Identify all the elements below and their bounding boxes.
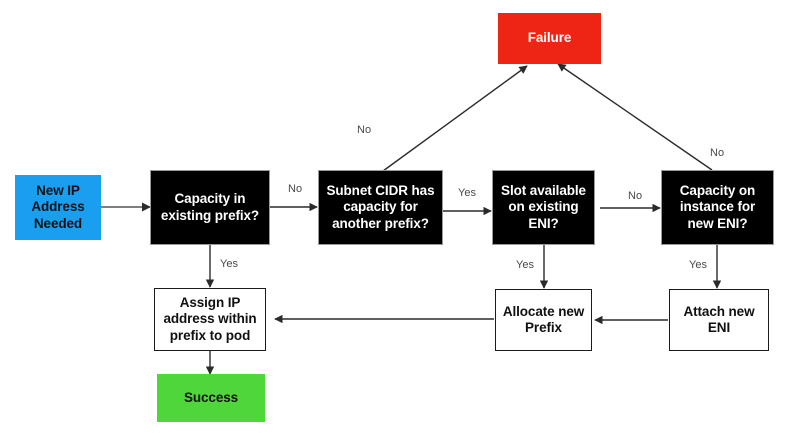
edge-subnet-no-to-failure bbox=[382, 65, 528, 172]
edge-label-subnet-yes: Yes bbox=[458, 187, 476, 199]
node-assign-ip-address-label: Assign IP address within prefix to pod bbox=[163, 294, 257, 343]
node-slot-available-on-existing-eni-label: Slot available on existing ENI? bbox=[501, 182, 586, 231]
edge-label-subnet-no: No bbox=[357, 124, 372, 136]
edge-label-capacity-yes: Yes bbox=[220, 258, 238, 270]
node-capacity-in-existing-prefix-label: Capacity in existing prefix? bbox=[160, 191, 260, 223]
edge-instance-no-to-failure bbox=[557, 63, 713, 171]
node-capacity-on-instance-for-new-eni-label: Capacity on instance for new ENI? bbox=[679, 182, 756, 231]
node-attach-new-eni-label: Attach new ENI bbox=[683, 303, 755, 335]
edge-label-slot-no: No bbox=[628, 190, 643, 202]
node-assign-ip-address[interactable]: Assign IP address within prefix to pod bbox=[154, 288, 266, 351]
node-success[interactable]: Success bbox=[157, 374, 265, 422]
node-subnet-cidr-capacity-label: Subnet CIDR has capacity for another pre… bbox=[326, 182, 435, 231]
edge-label-capacity-no: No bbox=[288, 183, 303, 195]
edge-label-instance-yes: Yes bbox=[689, 259, 707, 271]
node-capacity-on-instance-for-new-eni[interactable]: Capacity on instance for new ENI? bbox=[661, 170, 774, 245]
node-new-ip-address-needed[interactable]: New IP Address Needed bbox=[15, 175, 101, 240]
node-subnet-cidr-capacity[interactable]: Subnet CIDR has capacity for another pre… bbox=[318, 170, 443, 245]
node-allocate-new-prefix[interactable]: Allocate new Prefix bbox=[495, 289, 592, 351]
node-new-ip-address-needed-label: New IP Address Needed bbox=[31, 182, 85, 231]
node-allocate-new-prefix-label: Allocate new Prefix bbox=[502, 303, 585, 335]
node-slot-available-on-existing-eni[interactable]: Slot available on existing ENI? bbox=[492, 170, 595, 245]
edge-label-instance-no: No bbox=[710, 147, 725, 159]
node-success-label: Success bbox=[183, 389, 239, 405]
node-failure[interactable]: Failure bbox=[498, 13, 601, 64]
node-capacity-in-existing-prefix[interactable]: Capacity in existing prefix? bbox=[150, 170, 270, 245]
edge-label-slot-yes: Yes bbox=[516, 259, 534, 271]
node-attach-new-eni[interactable]: Attach new ENI bbox=[669, 289, 769, 351]
node-failure-label: Failure bbox=[527, 30, 572, 46]
